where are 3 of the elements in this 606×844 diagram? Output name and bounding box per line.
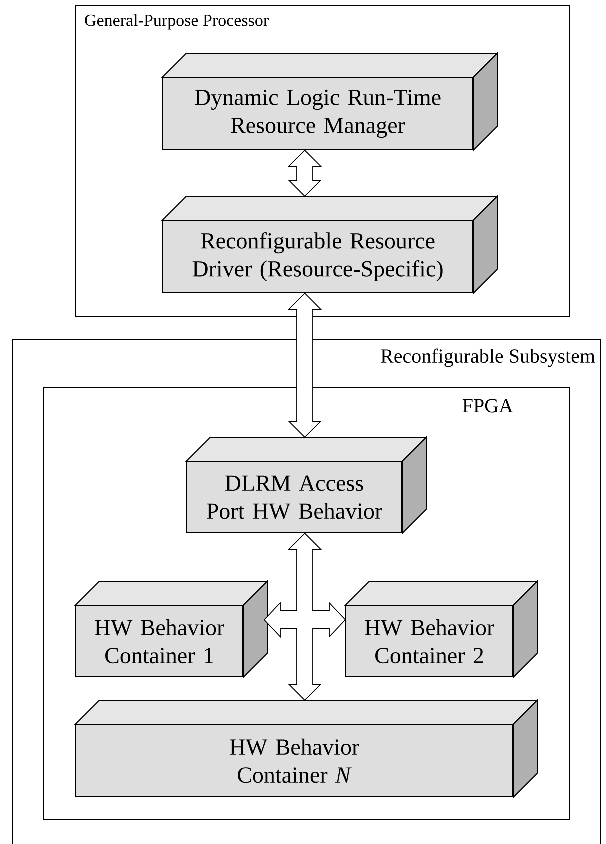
container-heading: Reconfigurable Subsystem: [381, 348, 596, 368]
container-heading: General-Purpose Processor: [85, 14, 269, 30]
container-heading: FPGA: [462, 399, 514, 413]
